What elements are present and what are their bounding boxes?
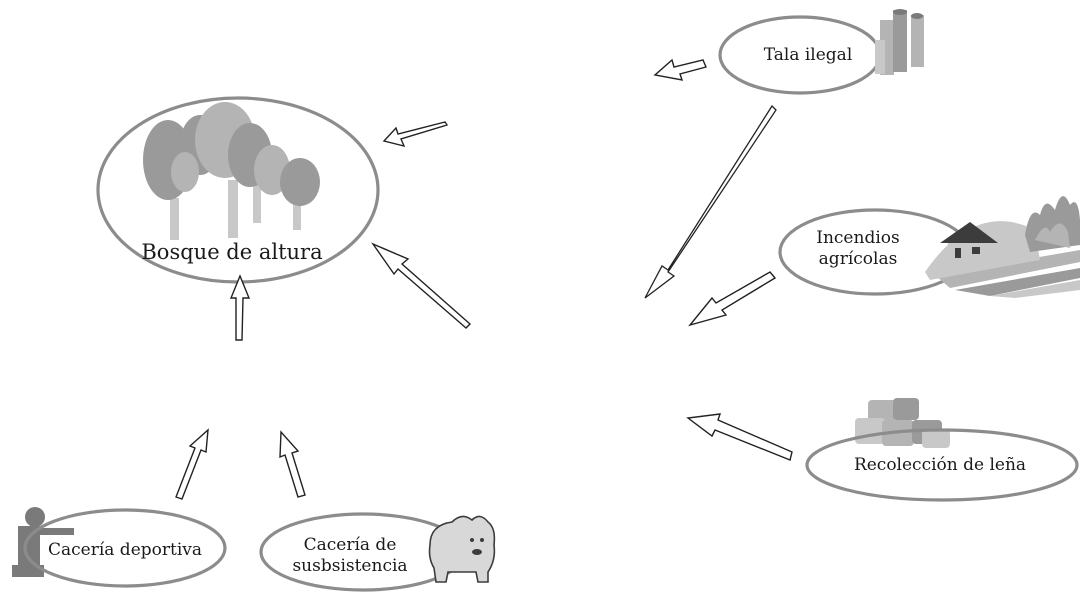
- arrow-from-lena: [686, 413, 793, 461]
- caceria-deportiva-label: Cacería deportiva: [48, 540, 202, 560]
- arrow-from-tala-long: [644, 104, 777, 299]
- bosque-label: Bosque de altura: [141, 240, 322, 264]
- incendios-label-line1: Incendios: [816, 228, 899, 248]
- lena-ellipse: [805, 428, 1079, 502]
- node-bosque-de-altura: Bosque de altura: [96, 96, 380, 284]
- farm-fire-icon: [925, 196, 1080, 298]
- lena-label: Recolección de leña: [854, 455, 1026, 475]
- incendios-label-line2: agrícolas: [819, 249, 898, 269]
- node-caceria-de-subsistencia: Cacería de susbsistencia: [259, 512, 496, 592]
- arrow-to-bosque-diagonal: [371, 242, 472, 329]
- arrow-from-tala-left: [653, 58, 707, 81]
- log-stack-icon: [875, 9, 924, 75]
- hunter-icon: [12, 507, 74, 577]
- firewood-pile-icon: [855, 398, 950, 448]
- caceria-subsistencia-label-line1: Cacería de: [304, 535, 397, 555]
- arrow-from-incendios: [688, 271, 777, 327]
- caceria-subsistencia-label-line2: susbsistencia: [292, 556, 407, 576]
- arrow-from-caceria-subsistencia: [279, 430, 306, 498]
- arrow-to-bosque-top: [382, 121, 449, 148]
- arrow-from-caceria-deportiva: [175, 428, 209, 500]
- node-incendios-agricolas: Incendios agrícolas: [778, 196, 1080, 298]
- arrow-to-bosque-bottom: [229, 274, 251, 341]
- tree-cluster-icon: [143, 102, 320, 240]
- node-caceria-deportiva: Cacería deportiva: [12, 507, 227, 588]
- node-tala-ilegal: Tala ilegal: [718, 9, 924, 95]
- bear-icon: [428, 515, 496, 583]
- tala-label: Tala ilegal: [764, 45, 853, 65]
- caceria-deportiva-ellipse: [23, 508, 227, 588]
- node-recoleccion-de-lena: Recolección de leña: [805, 398, 1079, 502]
